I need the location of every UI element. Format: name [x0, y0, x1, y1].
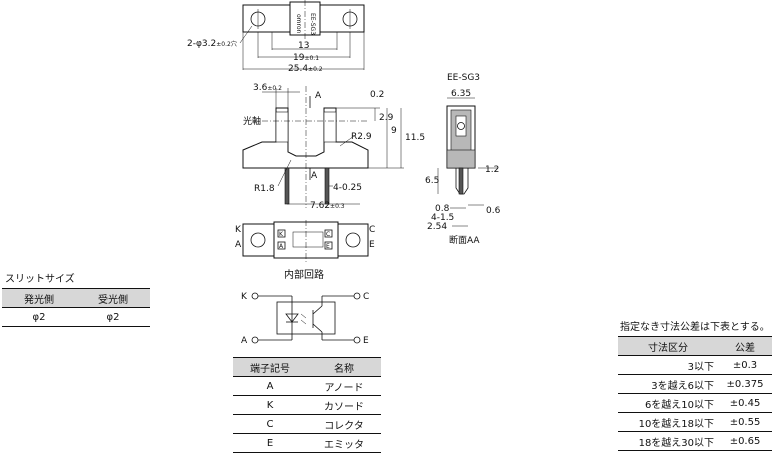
table-row: 6を越え10以下±0.45	[618, 393, 772, 413]
dim-6-5: 6.5	[425, 176, 439, 186]
brand-text: omron	[295, 14, 302, 34]
slit-size-table: 発光側 受光側 φ2 φ2	[2, 288, 150, 327]
front-view: 光軸 A A 3.6±0.2 0.2 2.9 9 11.5 R2.9 R1.8 …	[242, 83, 425, 211]
dim-13: 13	[298, 41, 309, 51]
dim-2-54: 2.54	[427, 222, 447, 232]
dim-11-5: 11.5	[405, 133, 425, 143]
pin-a: A	[235, 240, 242, 250]
led-diode-icon	[285, 313, 299, 323]
slit-receiver-value: φ2	[76, 307, 150, 327]
table-row: 10を越え18以下±0.55	[618, 412, 772, 432]
tolerance-table: 寸法区分 公差 3以下±0.3 3を越え6以下±0.375 6を越え10以下±0…	[618, 336, 772, 451]
pin-c: C	[369, 225, 375, 235]
hole-dim: 2-φ3.2±0.2穴	[187, 39, 237, 49]
dim-9: 9	[391, 126, 397, 136]
dim-4-0-25: 4-0.25	[333, 183, 362, 193]
pin-k: K	[235, 225, 242, 235]
slit-header-receiver: 受光側	[76, 288, 150, 308]
dim-3-6: 3.6±0.2	[253, 83, 282, 93]
section-mark-top: A	[315, 91, 322, 101]
slit-table-title: スリットサイズ	[5, 274, 75, 285]
tolerance-table-title: 指定なき寸法公差は下表とする。	[620, 322, 770, 333]
dim-7-62: 7.62±0.3	[310, 201, 345, 211]
circuit-pin-e: E	[363, 336, 369, 346]
table-row: 18を越え30以下±0.65	[618, 431, 772, 451]
section-view: EE-SG3 6.35 1.2 6.5 0.6 0.8 4-1.5 2.54 断…	[425, 73, 501, 246]
circuit-pin-c: C	[363, 292, 369, 302]
slit-emitter-value: φ2	[2, 307, 76, 327]
dim-r1-8: R1.8	[254, 184, 275, 194]
model-label: EE-SG3	[447, 73, 480, 83]
section-label: 断面AA	[449, 234, 480, 246]
slit-header-emitter: 発光側	[2, 288, 76, 308]
internal-circuit: K A C E	[241, 292, 369, 346]
svg-text:A: A	[279, 243, 284, 250]
dim-r2-9: R2.9	[351, 132, 372, 142]
bottom-view: K A C E K A C E 内部回路	[235, 220, 375, 281]
circuit-pin-k: K	[241, 292, 248, 302]
svg-text:K: K	[279, 231, 284, 238]
svg-text:E: E	[326, 243, 330, 250]
internal-circuit-label: 内部回路	[284, 268, 324, 281]
dim-4-1-5: 4-1.5	[431, 213, 454, 223]
circuit-pin-a: A	[241, 336, 248, 346]
dim-1-2: 1.2	[485, 165, 499, 175]
dim-2-9: 2.9	[379, 113, 394, 123]
dim-25-4: 25.4±0.2	[288, 64, 323, 74]
dim-0-6: 0.6	[486, 206, 501, 216]
optical-axis-label: 光軸	[243, 115, 261, 127]
table-row: 3を越え6以下±0.375	[618, 374, 772, 394]
section-mark-bottom: A	[311, 171, 318, 181]
model-text-top: EE-SG3	[309, 13, 316, 35]
dim-0-8: 0.8	[435, 204, 450, 214]
dim-6-35: 6.35	[451, 89, 471, 99]
dim-0-2: 0.2	[370, 90, 384, 100]
dim-19: 19±0.1	[293, 53, 319, 63]
table-row: 3以下±0.3	[618, 355, 772, 375]
svg-text:C: C	[326, 231, 330, 238]
pin-e: E	[369, 240, 375, 250]
top-view: omron EE-SG3 2-φ3.2±0.2穴 13 19±0.1 25.4±…	[187, 0, 365, 74]
